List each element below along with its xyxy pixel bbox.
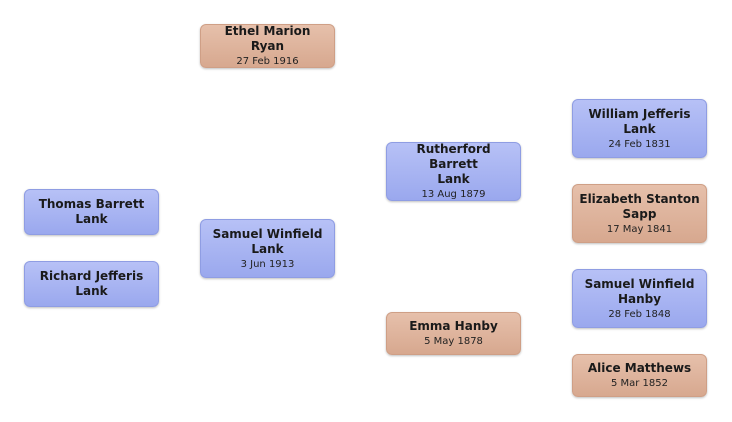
person-name: Rutherford Barrett bbox=[416, 142, 491, 171]
person-card-rutherford-barrett-lank[interactable]: Rutherford Barrett Lank 13 Aug 1879 bbox=[386, 142, 521, 201]
person-card-samuel-winfield-hanby[interactable]: Samuel Winfield Hanby 28 Feb 1848 bbox=[572, 269, 707, 328]
person-card-ethel-marion-ryan[interactable]: Ethel Marion Ryan 27 Feb 1916 bbox=[200, 24, 335, 68]
person-card-william-jefferis-lank[interactable]: William Jefferis Lank 24 Feb 1831 bbox=[572, 99, 707, 158]
person-surname: Lank bbox=[75, 212, 108, 226]
person-card-thomas-barrett-lank[interactable]: Thomas Barrett Lank bbox=[24, 189, 159, 235]
person-birth-date: 5 Mar 1852 bbox=[610, 378, 669, 389]
person-birth-date: 28 Feb 1848 bbox=[608, 308, 671, 320]
person-birth-date: 27 Feb 1916 bbox=[236, 56, 299, 67]
person-card-elizabeth-stanton-sapp[interactable]: Elizabeth Stanton Sapp 17 May 1841 bbox=[572, 184, 707, 243]
person-name: Richard Jefferis bbox=[39, 269, 144, 283]
person-birth-date: 17 May 1841 bbox=[606, 223, 673, 235]
person-surname: Lank bbox=[75, 284, 108, 298]
person-name: Samuel Winfield bbox=[212, 226, 323, 241]
person-surname: Lank bbox=[251, 241, 284, 256]
person-card-samuel-winfield-lank[interactable]: Samuel Winfield Lank 3 Jun 1913 bbox=[200, 219, 335, 278]
person-name: Thomas Barrett bbox=[38, 197, 145, 211]
person-birth-date: 3 Jun 1913 bbox=[240, 258, 295, 270]
person-name: Emma Hanby bbox=[409, 319, 498, 333]
person-name: Elizabeth Stanton bbox=[579, 191, 700, 206]
person-surname: Lank bbox=[437, 172, 470, 186]
person-name: William Jefferis bbox=[588, 106, 691, 121]
person-surname: Sapp bbox=[622, 206, 657, 221]
person-surname: Lank bbox=[623, 121, 656, 136]
person-card-alice-matthews[interactable]: Alice Matthews 5 Mar 1852 bbox=[572, 354, 707, 397]
person-birth-date: 5 May 1878 bbox=[424, 336, 483, 347]
person-name: Ethel Marion Ryan bbox=[224, 24, 311, 53]
person-birth-date: 24 Feb 1831 bbox=[608, 138, 671, 150]
person-birth-date: 13 Aug 1879 bbox=[421, 189, 486, 200]
person-name: Alice Matthews bbox=[587, 361, 692, 375]
person-card-richard-jefferis-lank[interactable]: Richard Jefferis Lank bbox=[24, 261, 159, 307]
person-surname: Hanby bbox=[617, 291, 662, 306]
person-name: Samuel Winfield bbox=[584, 276, 695, 291]
person-card-emma-hanby[interactable]: Emma Hanby 5 May 1878 bbox=[386, 312, 521, 355]
